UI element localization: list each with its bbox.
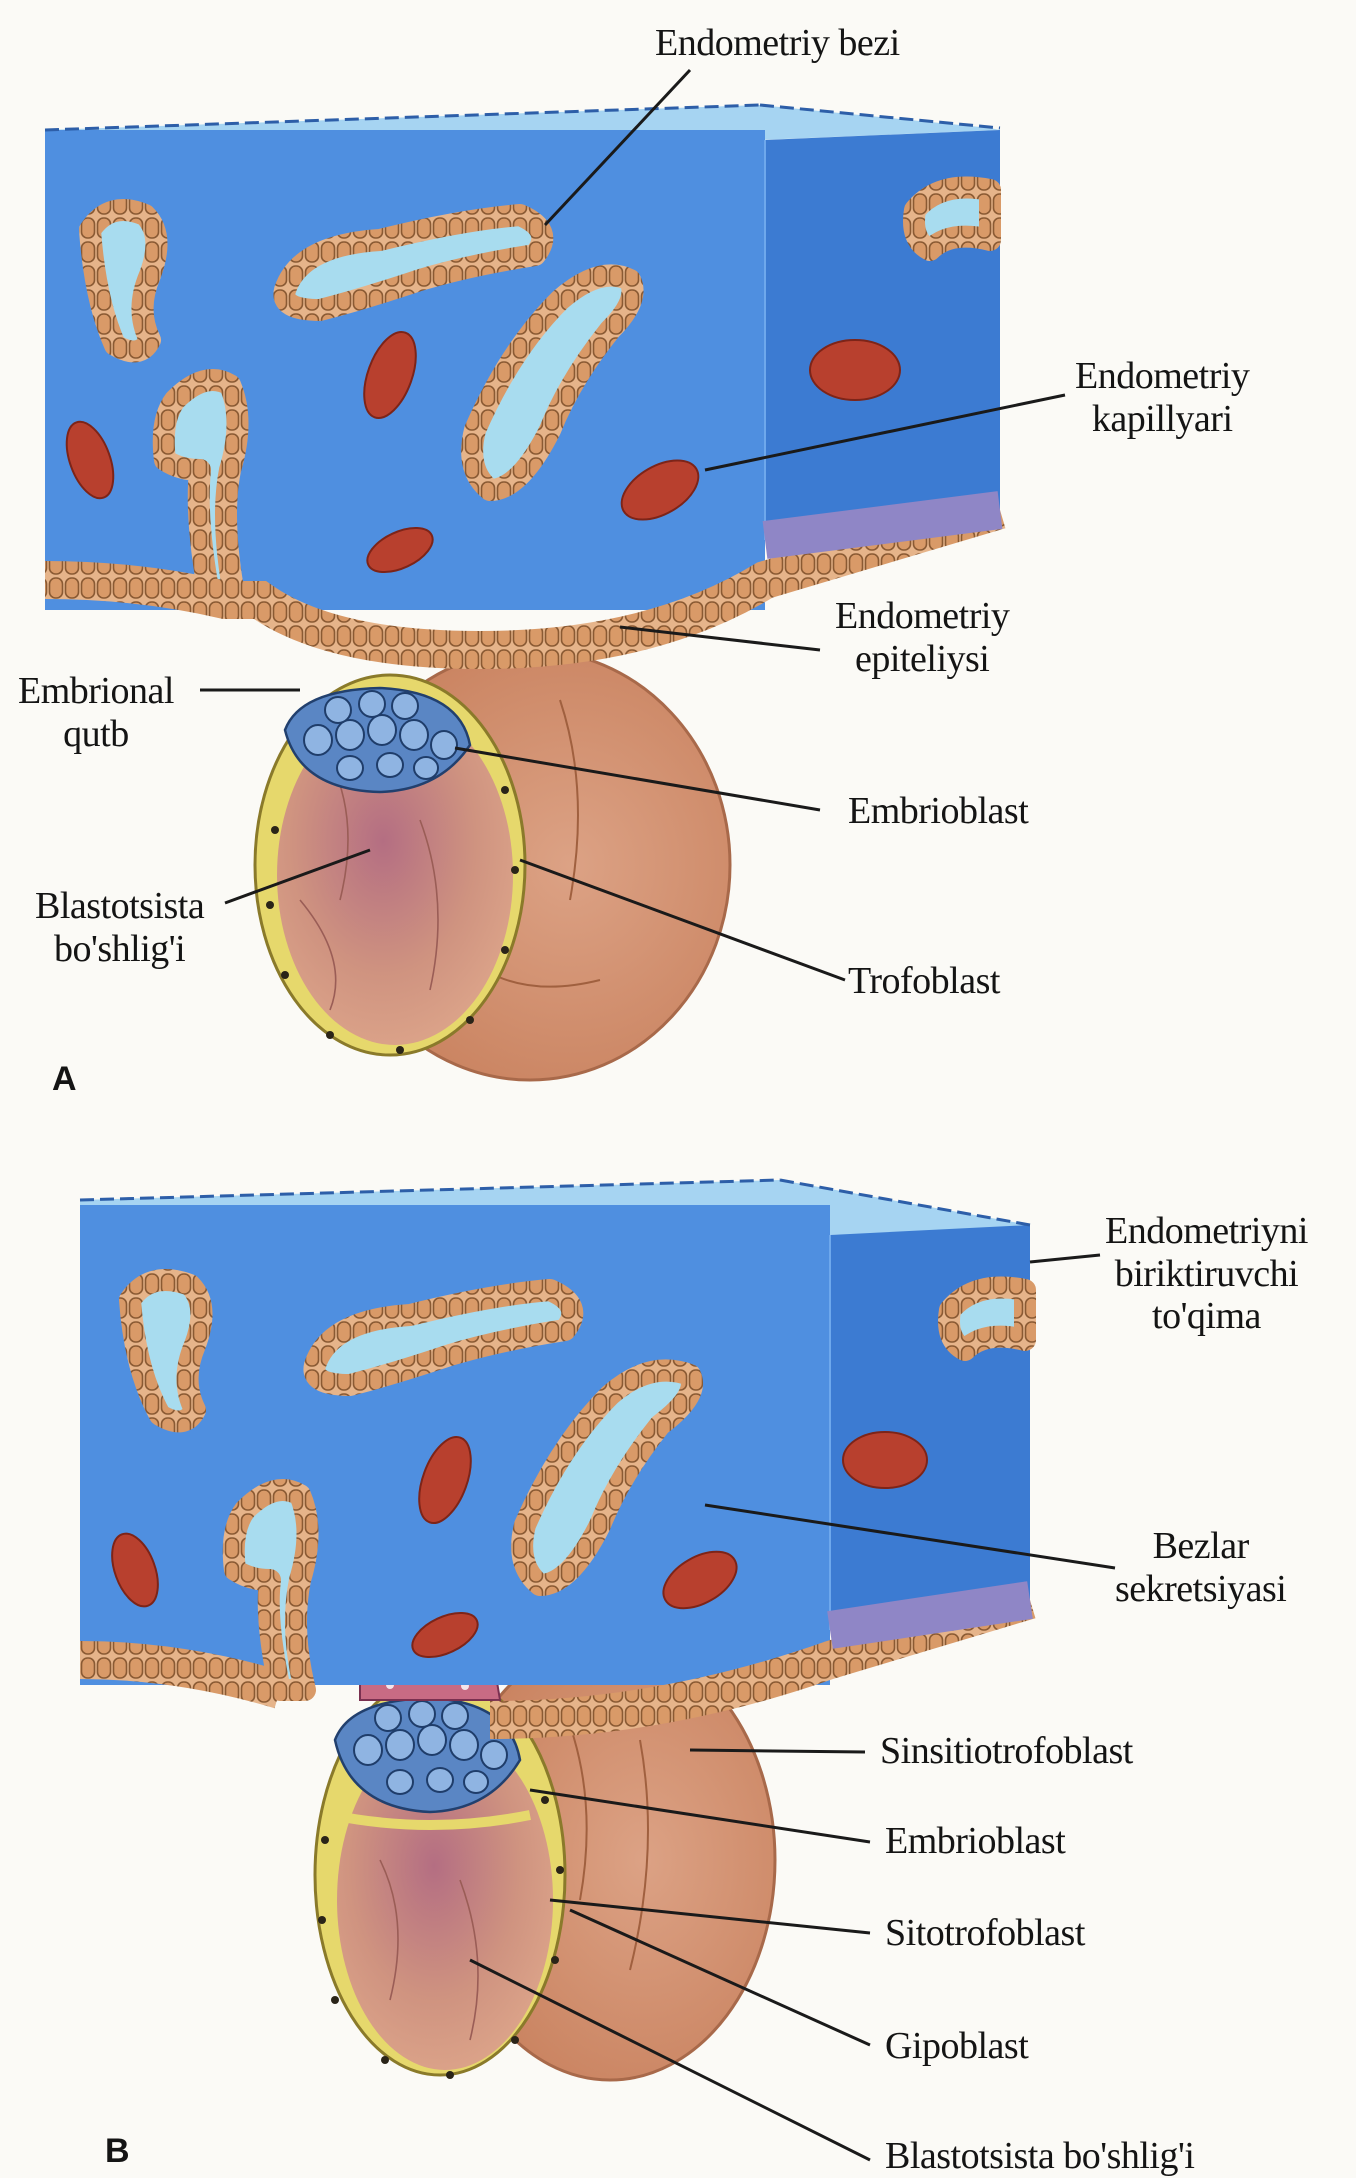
panel-label-b: B [105, 2132, 130, 2171]
label-gipoblast: Gipoblast [885, 2025, 1028, 2068]
label-endometriy-biriktiruvchi: Endometriyni biriktiruvchi to'qima [1105, 1210, 1308, 1338]
label-endometriy-epiteliysi: Endometriy epiteliysi [835, 595, 1009, 680]
label-embrioblast-b: Embrioblast [885, 1820, 1065, 1863]
label-endometriy-bezi: Endometriy bezi [655, 22, 900, 65]
endometrium-block-a [45, 105, 1000, 650]
panel-label-a: A [52, 1060, 77, 1099]
label-sinsitiotrofoblast: Sinsitiotrofoblast [880, 1730, 1133, 1773]
label-bezlar-sekretsiyasi: Bezlar sekretsiyasi [1115, 1525, 1286, 1610]
label-endometriy-kapillyari: Endometriy kapillyari [1075, 355, 1249, 440]
label-sitotrofoblast: Sitotrofoblast [885, 1912, 1085, 1955]
endometrium-block-b [80, 1180, 1030, 1720]
label-embrioblast-a: Embrioblast [848, 790, 1028, 833]
label-blastotsista-boshligi-b: Blastotsista bo'shlig'i [885, 2135, 1194, 2178]
label-blastotsista-boshligi-a: Blastotsista bo'shlig'i [35, 885, 204, 970]
label-embrional-qutb: Embrional qutb [18, 670, 174, 755]
label-trofoblast: Trofoblast [848, 960, 1000, 1003]
